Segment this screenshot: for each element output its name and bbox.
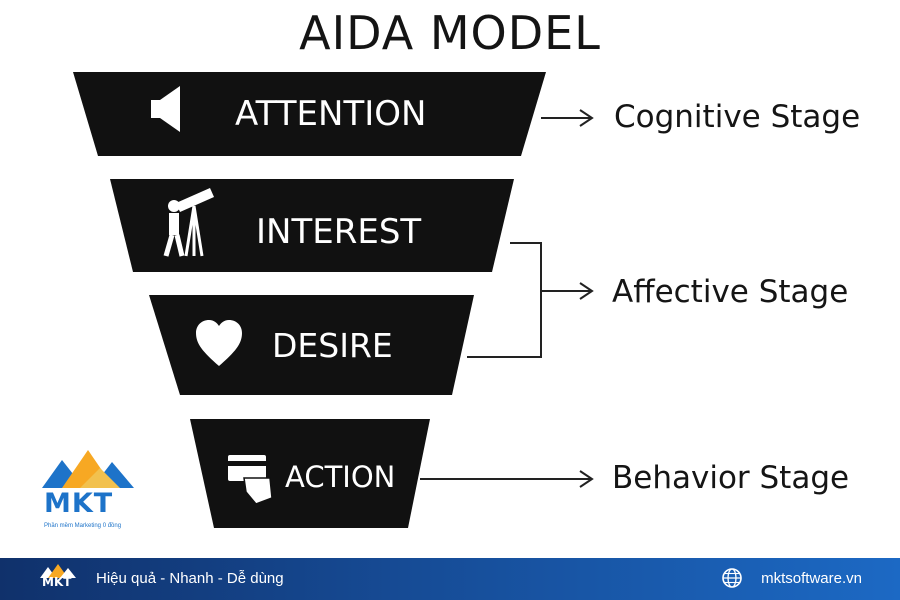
funnel-band-desire: DESIRE — [149, 295, 474, 395]
cognitive-arrow — [541, 109, 594, 127]
diagram-title: AIDA MODEL — [299, 6, 601, 60]
stage-label-cognitive: Cognitive Stage — [614, 99, 860, 135]
funnel-label: INTEREST — [256, 212, 421, 252]
funnel-label: ATTENTION — [235, 94, 426, 134]
logo-subtitle: Phần mềm Marketing 0 đồng — [44, 523, 122, 529]
funnel-label: ACTION — [285, 460, 395, 494]
telescope-icon — [163, 188, 214, 257]
stage-label-affective: Affective Stage — [612, 274, 848, 310]
globe-icon — [722, 568, 742, 588]
footer-tagline: Hiệu quả - Nhanh - Dễ dùng — [96, 570, 284, 587]
funnel-band-interest: INTEREST — [110, 179, 514, 272]
stage-label-behavior: Behavior Stage — [612, 460, 849, 496]
mkt-logo-icon — [42, 450, 134, 488]
footer-logo-icon — [40, 564, 76, 578]
footer-website-link[interactable]: mktsoftware.vn — [761, 570, 862, 587]
funnel-label: DESIRE — [272, 326, 393, 365]
logo-text: MKT — [44, 488, 114, 519]
credit-card-icon — [228, 455, 273, 505]
affective-bracket-arrow — [467, 242, 594, 358]
behavior-arrow — [420, 470, 594, 488]
funnel-band-attention: ATTENTION — [73, 72, 546, 156]
footer-logo-text: MKT — [42, 575, 72, 589]
footer-bar: MKT Hiệu quả - Nhanh - Dễ dùng mktsoftwa… — [0, 558, 900, 600]
heart-icon — [196, 320, 242, 366]
speaker-icon — [151, 86, 180, 132]
funnel-band-action: ACTION — [190, 419, 430, 528]
